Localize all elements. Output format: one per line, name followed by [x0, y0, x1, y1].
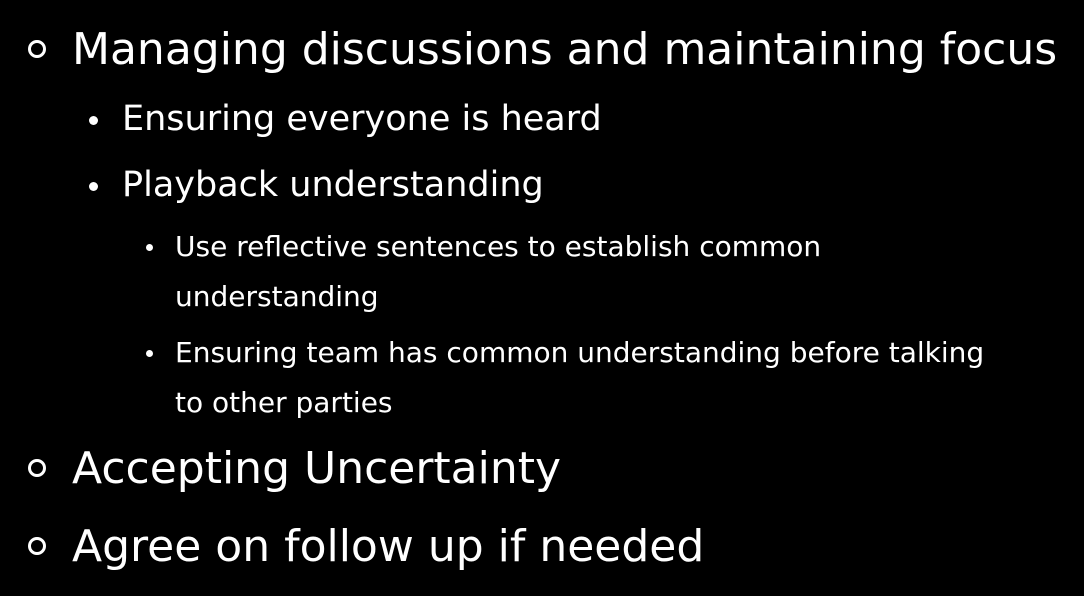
bullet-text: Accepting Uncertainty: [72, 443, 562, 494]
hollow-circle-bullet-icon: [28, 537, 46, 555]
bullet-text: Managing discussions and maintaining foc…: [72, 24, 1058, 75]
hollow-circle-bullet-icon: [28, 459, 46, 477]
bullet-text-line: understanding: [175, 280, 379, 313]
bullet-text: Playback understanding: [122, 165, 544, 205]
bullet-text-line: Use reflective sentences to establish co…: [175, 230, 822, 263]
bullet-text-line: Ensuring team has common understanding b…: [175, 336, 985, 369]
bullet-text-line: to other parties: [175, 386, 393, 419]
dot-bullet-icon: [89, 182, 98, 191]
hollow-circle-bullet-icon: [28, 40, 46, 58]
dot-bullet-icon: [146, 350, 153, 357]
dot-bullet-icon: [146, 244, 153, 251]
bullet-text: Ensuring everyone is heard: [122, 99, 602, 139]
dot-bullet-icon: [89, 116, 98, 125]
bullet-text: Agree on follow up if needed: [72, 521, 705, 572]
bullet-text: Use reflective sentences to establish co…: [175, 222, 821, 322]
bullet-text: Ensuring team has common understanding b…: [175, 328, 984, 428]
